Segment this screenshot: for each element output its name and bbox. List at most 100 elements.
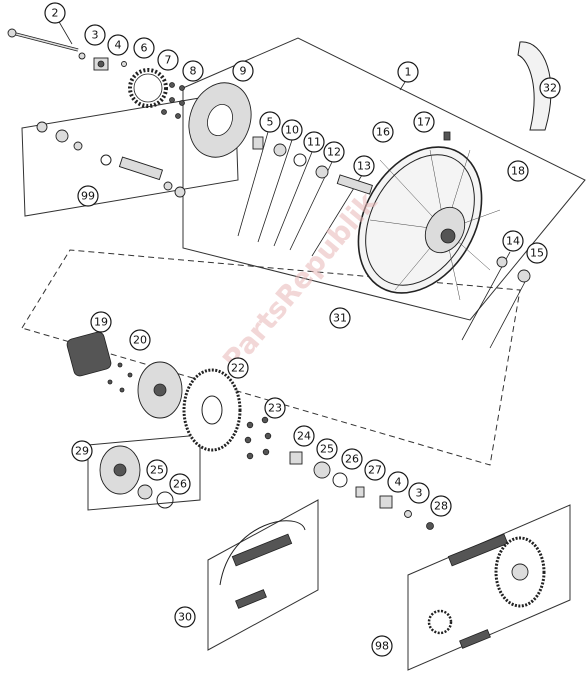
callout-10: 10 xyxy=(281,119,303,141)
callout-6: 6 xyxy=(133,37,155,59)
svg-text:98: 98 xyxy=(375,640,389,653)
callout-4-bottom: 4 xyxy=(387,471,409,493)
callout-20: 20 xyxy=(129,329,151,351)
callout-28: 28 xyxy=(430,495,452,517)
svg-text:26: 26 xyxy=(173,478,187,491)
rear-wheel-part xyxy=(357,146,501,301)
valve-17-part xyxy=(443,131,451,141)
seal-26-right-part xyxy=(332,472,348,488)
panel-kit xyxy=(407,504,571,671)
callout-29: 29 xyxy=(71,440,93,462)
callout-32: 32 xyxy=(539,77,561,99)
svg-text:29: 29 xyxy=(75,445,89,458)
callout-18: 18 xyxy=(507,160,529,182)
bearing-kit-parts xyxy=(36,121,186,198)
bearing-25-left-part xyxy=(137,484,153,500)
callout-11: 11 xyxy=(303,131,325,153)
svg-text:PartsRepublik: PartsRepublik xyxy=(216,185,384,376)
svg-text:30: 30 xyxy=(178,611,192,624)
svg-text:20: 20 xyxy=(133,334,147,347)
svg-text:19: 19 xyxy=(94,316,108,329)
svg-text:11: 11 xyxy=(307,136,321,149)
callout-17: 17 xyxy=(413,111,435,133)
svg-text:9: 9 xyxy=(240,65,247,78)
svg-text:8: 8 xyxy=(190,65,197,78)
callout-3: 3 xyxy=(84,24,106,46)
svg-text:16: 16 xyxy=(376,126,390,139)
svg-text:13: 13 xyxy=(357,160,371,173)
spacer-ring-part xyxy=(128,68,168,108)
axle-part xyxy=(7,28,79,52)
callout-26-right: 26 xyxy=(341,448,363,470)
svg-text:10: 10 xyxy=(285,124,299,137)
callout-7: 7 xyxy=(157,49,179,71)
chain-sprocket-kit-part xyxy=(427,533,546,649)
svg-text:31: 31 xyxy=(333,312,347,325)
callout-22: 22 xyxy=(227,357,249,379)
svg-text:2: 2 xyxy=(52,7,59,20)
callout-8: 8 xyxy=(182,60,204,82)
callout-15: 15 xyxy=(526,242,548,264)
brake-disc-part xyxy=(188,82,252,158)
svg-text:18: 18 xyxy=(511,165,525,178)
bolts-part xyxy=(161,82,185,119)
svg-text:1: 1 xyxy=(405,66,412,79)
svg-text:23: 23 xyxy=(268,402,282,415)
sprocket-carrier-part xyxy=(107,361,183,419)
svg-text:3: 3 xyxy=(92,29,99,42)
svg-text:32: 32 xyxy=(543,82,557,95)
panel-99 xyxy=(21,91,239,217)
bearing-25-right-part xyxy=(313,461,331,479)
washer-part xyxy=(78,52,86,60)
svg-text:27: 27 xyxy=(368,464,382,477)
svg-text:6: 6 xyxy=(141,42,148,55)
callout-30: 30 xyxy=(174,606,196,628)
callout-26-left: 26 xyxy=(169,473,191,495)
callout-4-top: 4 xyxy=(107,34,129,56)
chain-part xyxy=(219,520,306,609)
spacer-27-part xyxy=(355,486,365,498)
callout-9: 9 xyxy=(232,60,254,82)
svg-text:4: 4 xyxy=(395,476,402,489)
callout-2: 2 xyxy=(44,2,66,24)
callout-24: 24 xyxy=(293,425,315,447)
watermark: PartsRepublik xyxy=(216,185,384,376)
rear-sprocket-part xyxy=(182,368,242,452)
callout-16: 16 xyxy=(372,121,394,143)
adjuster-4-part xyxy=(379,495,393,509)
hub-small-parts xyxy=(252,136,373,195)
svg-text:7: 7 xyxy=(165,54,172,67)
svg-text:26: 26 xyxy=(345,453,359,466)
svg-text:3: 3 xyxy=(416,487,423,500)
inner-tube-part xyxy=(517,41,552,131)
spacer-24-part xyxy=(289,451,303,465)
callout-25-right: 25 xyxy=(316,438,338,460)
svg-text:4: 4 xyxy=(115,39,122,52)
nut-part xyxy=(121,61,127,67)
svg-text:25: 25 xyxy=(320,443,334,456)
svg-text:5: 5 xyxy=(267,116,274,129)
callout-25-left: 25 xyxy=(146,459,168,481)
callout-5: 5 xyxy=(259,111,281,133)
carrier-29-part xyxy=(99,445,141,495)
seal-26-left-part xyxy=(156,491,174,509)
panel-29 xyxy=(87,434,201,511)
callout-98: 98 xyxy=(371,635,393,657)
callout-14: 14 xyxy=(502,230,524,252)
chain-adjuster-part xyxy=(93,57,109,71)
callout-27: 27 xyxy=(364,459,386,481)
callout-1: 1 xyxy=(397,61,419,83)
cush-drive-rubber-part xyxy=(66,331,112,377)
callout-19: 19 xyxy=(90,311,112,333)
callout-23: 23 xyxy=(264,397,286,419)
svg-text:99: 99 xyxy=(81,190,95,203)
svg-text:17: 17 xyxy=(417,116,431,129)
nut-28-part xyxy=(426,522,434,530)
svg-text:12: 12 xyxy=(327,146,341,159)
callout-12: 12 xyxy=(323,141,345,163)
svg-text:25: 25 xyxy=(150,464,164,477)
callout-31: 31 xyxy=(329,307,351,329)
nuts-part xyxy=(244,416,272,460)
callout-13: 13 xyxy=(353,155,375,177)
